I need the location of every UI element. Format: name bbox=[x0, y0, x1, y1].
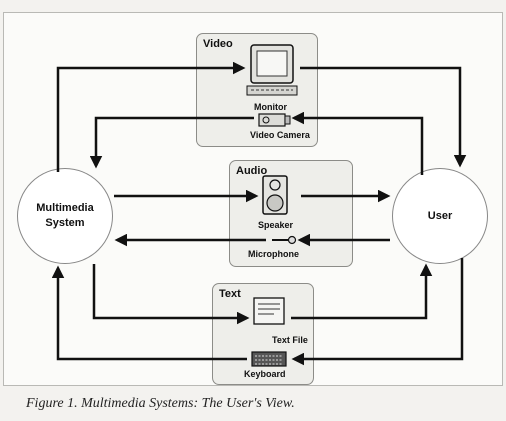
keyboard-label: Keyboard bbox=[244, 369, 286, 379]
arrow-user-to-camera bbox=[291, 111, 424, 175]
video-group-title: Video bbox=[203, 38, 233, 50]
monitor-icon bbox=[246, 44, 298, 96]
user-node: User bbox=[392, 168, 488, 264]
microphone-icon bbox=[272, 235, 297, 245]
microphone-label: Microphone bbox=[248, 249, 299, 259]
audio-group: Audio bbox=[229, 160, 353, 267]
user-label: User bbox=[427, 209, 453, 222]
speaker-label: Speaker bbox=[258, 220, 294, 230]
keyboard-icon bbox=[251, 351, 287, 367]
figure-caption: Figure 1. Multimedia Systems: The User's… bbox=[26, 396, 295, 411]
multimedia-system-label: Multimedia System bbox=[36, 202, 94, 229]
arrow-user-to-keyboard bbox=[291, 258, 464, 366]
video-camera-label: Video Camera bbox=[250, 130, 310, 140]
text-group-title: Text bbox=[219, 288, 241, 300]
arrow-system-to-text-file bbox=[92, 264, 250, 325]
arrow-monitor-to-user bbox=[300, 66, 467, 168]
arrow-keyboard-to-system bbox=[51, 265, 247, 361]
speaker-icon bbox=[262, 175, 288, 215]
arrow-camera-to-system bbox=[89, 116, 254, 169]
text-file-label: Text File bbox=[272, 335, 308, 345]
video-camera-icon bbox=[258, 113, 291, 127]
text-file-icon bbox=[253, 297, 285, 325]
multimedia-system-node: Multimedia System bbox=[17, 168, 113, 264]
audio-group-title: Audio bbox=[236, 165, 268, 177]
arrow-system-to-monitor bbox=[56, 61, 246, 172]
monitor-label: Monitor bbox=[254, 102, 287, 112]
arrow-text-file-to-user bbox=[291, 263, 433, 320]
